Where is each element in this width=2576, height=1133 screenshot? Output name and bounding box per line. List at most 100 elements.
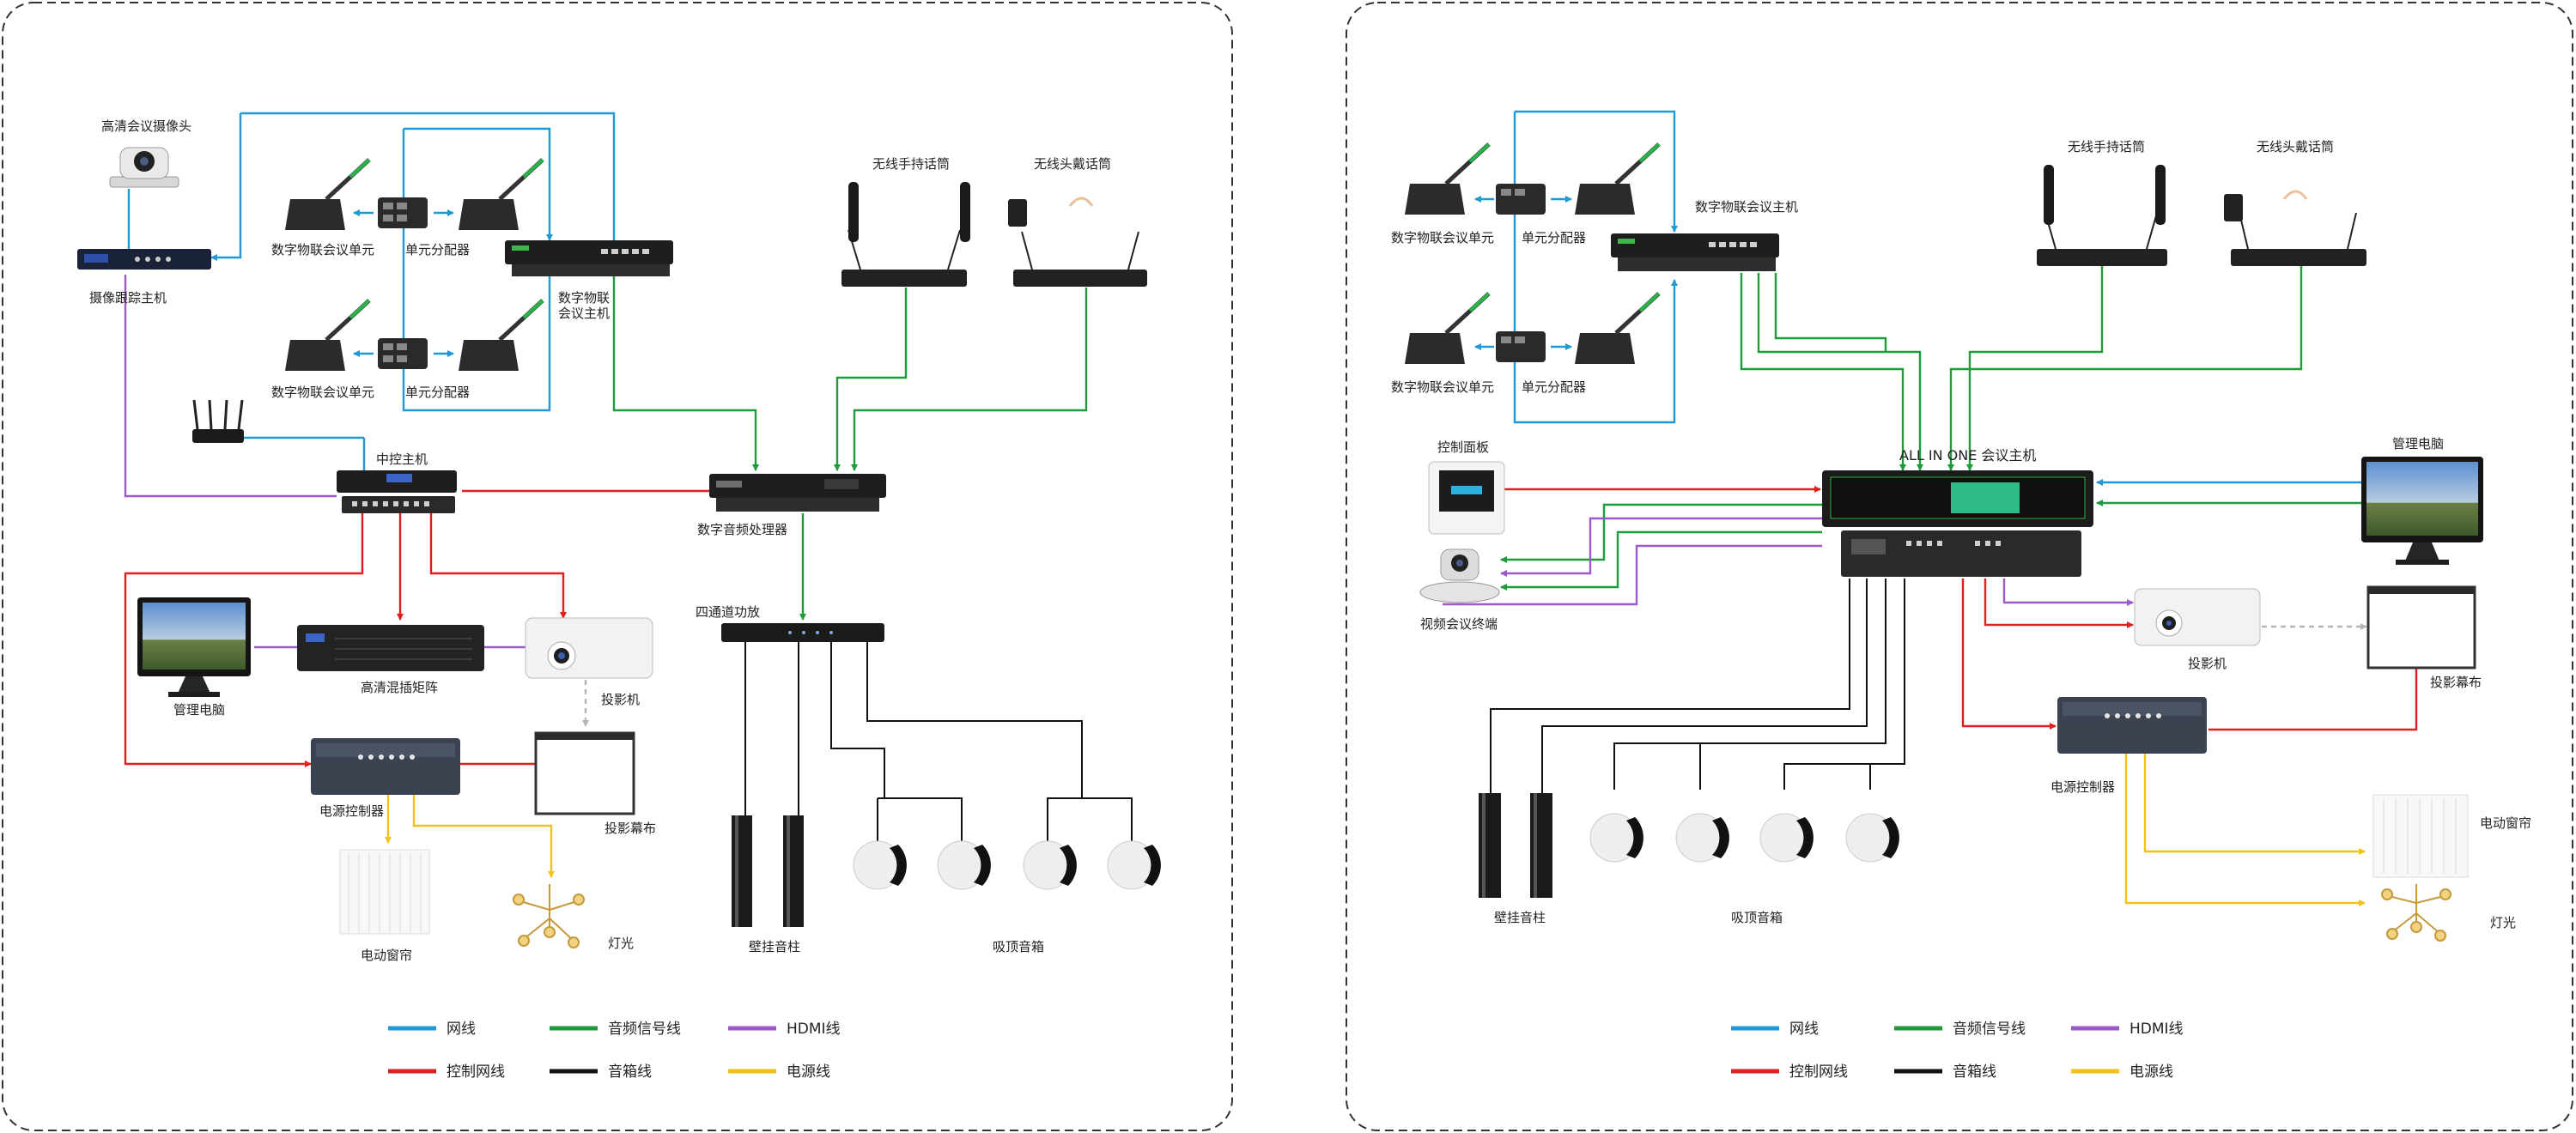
all-in-one-host [1822,470,2093,577]
light-chandelier [513,884,585,948]
unit-splitter-top [378,197,428,228]
r-label-handheld: 无线手持话筒 [2068,139,2145,154]
wireless-headset-receiver [1008,197,1147,287]
r-wireless-handheld-receiver [2037,165,2167,266]
conference-unit-bottom [285,299,371,371]
unit-splitter-bottom [378,338,428,369]
r-splitter-bottom [1496,331,1546,362]
router [192,399,244,443]
camera-tracker-host [77,249,211,270]
r-conference-unit-top-2 [1575,142,1661,215]
r-legend-control: 控制网线 [1789,1063,1848,1081]
electric-curtain [339,849,430,935]
left-legend: 网线 音频信号线 HDMI线 控制网线 音箱线 电源线 [388,1021,841,1081]
video-conference-terminal [1419,548,1500,603]
label-conf-host-1: 数字物联 [558,290,610,306]
conference-unit-top-2 [459,158,544,230]
conference-host [505,240,673,276]
power-controller [311,738,460,795]
label-projector: 投影机 [601,692,640,707]
projector [525,617,653,679]
left-panel-frame [2,2,1233,1131]
label-amp: 四通道功放 [696,604,760,620]
digital-audio-processor [709,474,886,512]
central-control-host [337,470,457,513]
r-label-pc: 管理电脑 [2392,436,2444,451]
r-label-splitter-bottom: 单元分配器 [1522,379,1586,395]
r-label-light: 灯光 [2490,915,2516,930]
right-devices [1405,142,2483,942]
legend-network: 网线 [447,1021,476,1038]
left-labels: 高清会议摄像头 摄像跟踪主机 数字物联会议单元 单元分配器 数字物联会议单元 单… [89,118,1111,963]
legend-speaker: 音箱线 [608,1063,652,1081]
r-label-headset: 无线头戴话筒 [2257,139,2334,154]
label-ceiling-speaker: 吸顶音箱 [993,939,1044,954]
r-projection-screen [2366,585,2476,670]
hd-camera [109,147,179,188]
r-power-controller [2057,697,2207,754]
left-devices [77,147,1161,948]
r-label-ceiling-speaker: 吸顶音箱 [1731,910,1783,925]
r-legend-power: 电源线 [2129,1063,2173,1081]
r-projector [2134,588,2261,646]
r-ceiling-speakers [1589,813,1899,863]
label-curtain: 电动窗帘 [361,948,412,963]
label-light: 灯光 [608,936,634,951]
label-wall-speaker: 壁挂音柱 [749,939,800,954]
label-central-control: 中控主机 [376,451,428,467]
r-wall-speaker-column [1479,793,1552,898]
label-unit-top: 数字物联会议单元 [271,242,374,258]
ceiling-speakers [853,840,1161,890]
r-conference-host [1611,233,1779,271]
management-pc [137,597,251,697]
right-labels: 数字物联会议单元 单元分配器 数字物联会议单元 单元分配器 数字物联会议主机 无… [1391,139,2531,930]
r-conference-unit-top [1405,142,1491,215]
r-label-power-ctrl: 电源控制器 [2050,779,2115,795]
r-conference-unit-bottom [1405,292,1491,364]
conference-unit-top [285,158,371,230]
r-legend-speaker: 音箱线 [1953,1063,1996,1081]
wireless-handheld-receiver [841,182,970,287]
wall-speaker-column [732,815,804,927]
r-legend-hdmi: HDMI线 [2129,1021,2184,1038]
r-splitter-top [1496,184,1546,215]
right-legend: 网线 音频信号线 HDMI线 控制网线 音箱线 电源线 [1731,1021,2184,1081]
hd-matrix [297,625,484,671]
right-panel-frame [1346,2,2573,1131]
conference-unit-bottom-2 [459,299,544,371]
r-label-wall-speaker: 壁挂音柱 [1494,910,1546,925]
legend-power: 电源线 [787,1063,830,1081]
r-label-curtain: 电动窗帘 [2480,815,2531,831]
r-conference-unit-bottom-2 [1575,292,1661,364]
r-electric-curtain [2372,794,2469,878]
r-label-unit-top: 数字物联会议单元 [1391,230,1494,245]
r-legend-audio: 音频信号线 [1953,1021,2026,1038]
label-splitter-top: 单元分配器 [405,242,470,258]
legend-hdmi: HDMI线 [787,1021,841,1038]
right-diagram [1443,110,2418,906]
label-matrix: 高清混插矩阵 [361,680,438,695]
r-label-screen: 投影幕布 [2430,675,2482,690]
label-handheld: 无线手持话筒 [872,156,950,172]
r-label-panel: 控制面板 [1437,439,1489,455]
left-diagram [124,112,1133,878]
label-hd-camera: 高清会议摄像头 [101,118,191,134]
label-unit-bottom: 数字物联会议单元 [271,385,374,400]
r-label-projector: 投影机 [2188,656,2227,671]
r-label-conf-host: 数字物联会议主机 [1695,199,1798,215]
label-conf-host-2: 会议主机 [558,306,610,321]
control-panel [1428,461,1505,535]
label-splitter-bottom: 单元分配器 [405,385,470,400]
r-wireless-headset-receiver [2224,190,2366,266]
r-label-unit-bottom: 数字物联会议单元 [1391,379,1494,395]
label-headset: 无线头戴话筒 [1034,156,1111,172]
label-pc: 管理电脑 [173,702,225,718]
r-management-pc [2361,457,2483,565]
projection-screen [534,731,635,815]
r-label-allinone: ALL IN ONE 会议主机 [1899,447,2036,464]
legend-control: 控制网线 [447,1063,505,1081]
label-tracker: 摄像跟踪主机 [89,290,167,306]
r-legend-network: 网线 [1789,1021,1819,1038]
legend-audio: 音频信号线 [608,1021,681,1038]
